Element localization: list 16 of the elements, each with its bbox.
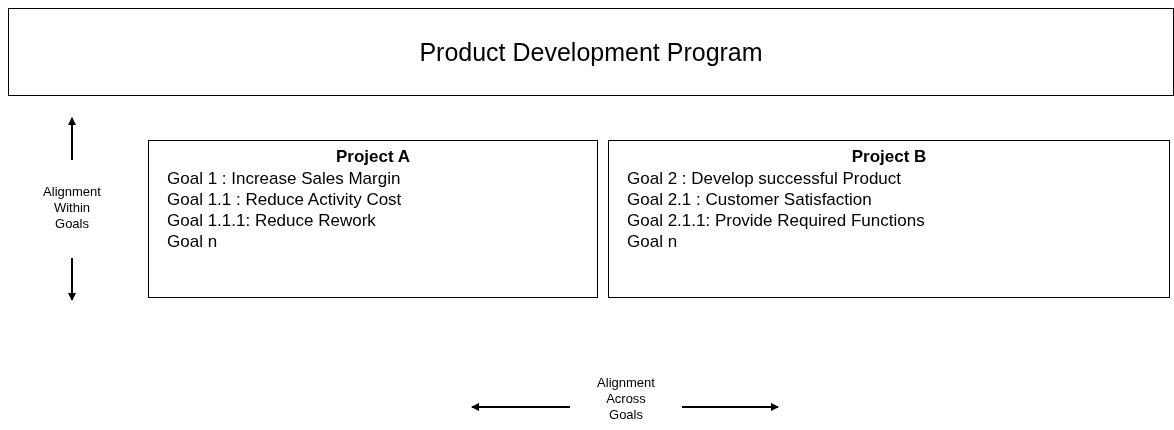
goal-text: Goal 1.1 : Reduce Activity Cost: [167, 189, 403, 210]
goal-text: Goal n: [167, 231, 219, 252]
goal-text: Goal 2.1 : Customer Satisfaction: [627, 189, 873, 210]
project-box: [608, 140, 1170, 298]
axis-label: Alignment Across Goals: [596, 375, 656, 423]
goal-text: Goal n: [627, 231, 679, 252]
project-title: Project A: [335, 147, 411, 167]
project-box: [148, 140, 598, 298]
goal-text: Goal 1.1.1: Reduce Rework: [167, 210, 377, 231]
goal-text: Goal 2.1.1: Provide Required Functions: [627, 210, 926, 231]
program-box: [8, 8, 1174, 96]
axis-label: Alignment Within Goals: [42, 184, 102, 232]
project-title: Project B: [850, 147, 928, 167]
goal-text: Goal 1 : Increase Sales Margin: [167, 168, 402, 189]
program-title: Product Development Program: [419, 37, 763, 67]
goal-text: Goal 2 : Develop successful Product: [627, 168, 903, 189]
